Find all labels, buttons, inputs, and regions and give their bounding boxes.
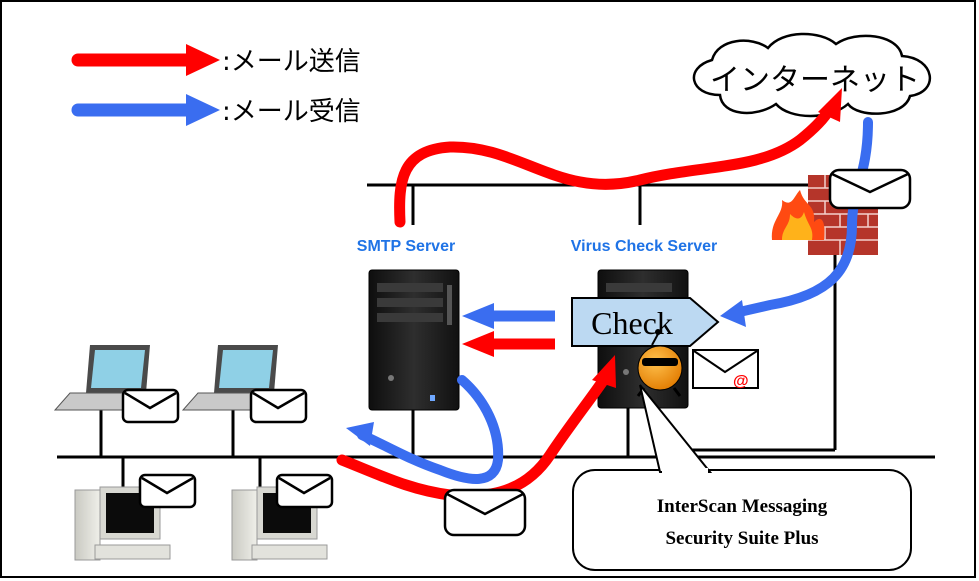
- receive-legend-label: :メール受信: [222, 97, 361, 127]
- send-path-internet: [394, 102, 836, 228]
- envelope-icon: [275, 473, 334, 509]
- send-arrowhead-smtp: [462, 331, 494, 357]
- check-tag: Check: [571, 297, 720, 347]
- receive-arrowhead-clients: [346, 422, 374, 446]
- product-name-line1: InterScan Messaging: [657, 496, 828, 517]
- check-label: Check: [591, 305, 673, 341]
- envelope-icon: [121, 388, 180, 424]
- desktop-2: [231, 473, 334, 561]
- envelope-icon: [692, 349, 759, 389]
- receive-path-internet: [730, 117, 873, 318]
- at-symbol: @: [733, 373, 749, 390]
- desktop-1: [74, 473, 197, 561]
- receive-legend-arrowhead: [186, 94, 220, 126]
- envelope-icon: [249, 388, 308, 424]
- product-callout: InterScan Messaging Security Suite Plus: [572, 384, 912, 571]
- envelope-icon: [443, 488, 527, 537]
- mascot-icon: [636, 329, 683, 397]
- send-arrowhead-check: [592, 355, 616, 388]
- at-envelope: @: [692, 349, 759, 390]
- smtp-server-label: SMTP Server: [357, 238, 455, 255]
- send-legend-label: :メール送信: [222, 47, 361, 77]
- server-icon: [368, 269, 460, 411]
- laptop-1: [53, 345, 180, 424]
- cloud-icon: [692, 32, 931, 118]
- laptop-2: [181, 345, 308, 424]
- legend: :メール送信 :メール受信: [71, 44, 361, 127]
- internet-cloud: インターネット: [692, 32, 931, 118]
- send-legend-arrowhead: [186, 44, 220, 76]
- smtp-server: [368, 269, 460, 411]
- receive-arrowhead-check: [720, 300, 746, 327]
- receive-arrowhead-smtp: [462, 303, 494, 329]
- envelope-icon: [828, 168, 912, 210]
- virus-check-server-label: Virus Check Server: [571, 238, 717, 255]
- product-name-line2: Security Suite Plus: [665, 528, 818, 549]
- envelope-icon: [138, 473, 197, 509]
- send-arrowhead-internet: [818, 88, 842, 122]
- internet-label: インターネット: [710, 63, 920, 98]
- receive-path-clients: [357, 375, 504, 484]
